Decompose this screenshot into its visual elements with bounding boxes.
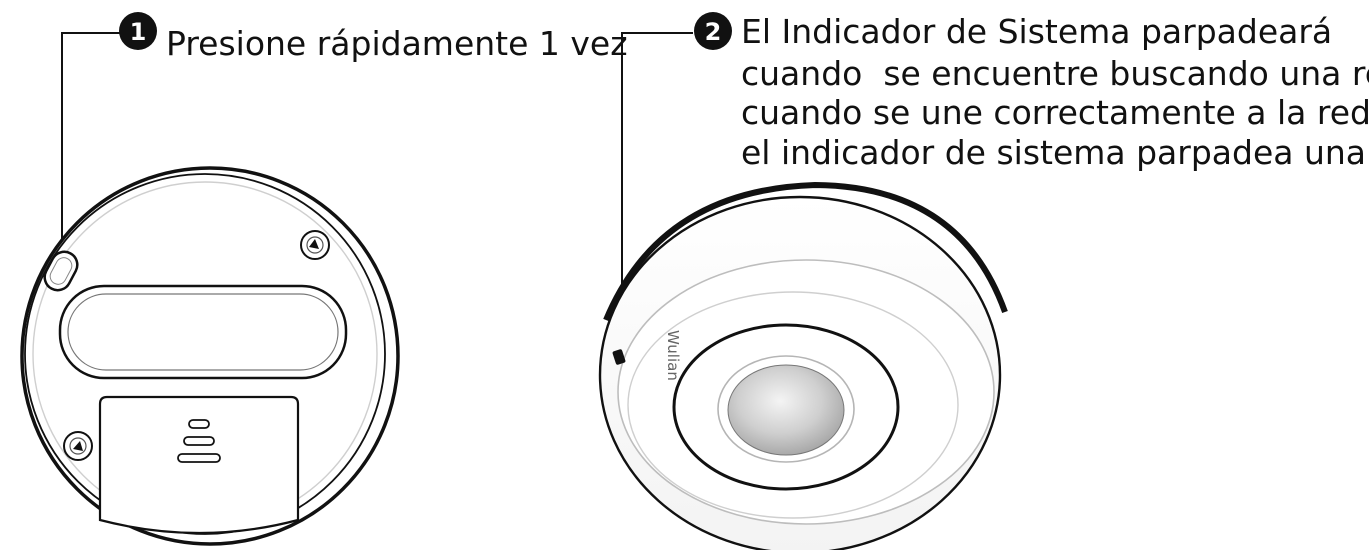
pir-sensor-lens-icon <box>727 364 845 456</box>
step-2-instruction-line-3: cuando se une correctamente a la red <box>741 93 1369 132</box>
screw-icon <box>300 230 330 260</box>
step-2: 2 El Indicador de Sistema parpadeará cua… <box>621 12 1369 352</box>
system-indicator-led-icon <box>612 349 626 365</box>
step-1-number: 1 <box>130 18 147 46</box>
mounting-slot <box>58 284 348 380</box>
step-2-instruction-line-1: El Indicador de Sistema parpadeará <box>741 12 1332 51</box>
step-1-leader-line <box>61 32 130 258</box>
step-1: 1 Presione rápidamente 1 vez <box>61 12 628 258</box>
device-back-view <box>20 166 400 546</box>
step-2-leader-line <box>621 32 693 352</box>
battery-cover[interactable] <box>98 395 300 535</box>
circled-number-icon <box>694 12 732 50</box>
brand-label: Wulian <box>664 330 682 381</box>
screw-icon <box>63 431 93 461</box>
reset-button-icon[interactable] <box>40 247 82 295</box>
circled-number-icon <box>119 12 157 50</box>
device-front-top-rim <box>603 181 1008 322</box>
step-2-instruction-line-4: el indicador de sistema parpadea una vez <box>741 133 1369 172</box>
step-1-badge: 1 <box>119 12 157 50</box>
step-2-instruction-line-2: cuando se encuentre buscando una red <box>741 54 1369 93</box>
step-1-instruction: Presione rápidamente 1 vez <box>166 24 628 63</box>
battery-cover-grip-icon <box>177 419 221 463</box>
step-2-badge: 2 <box>694 12 732 50</box>
step-2-number: 2 <box>705 18 722 46</box>
device-front-view: Wulian <box>598 181 1008 550</box>
